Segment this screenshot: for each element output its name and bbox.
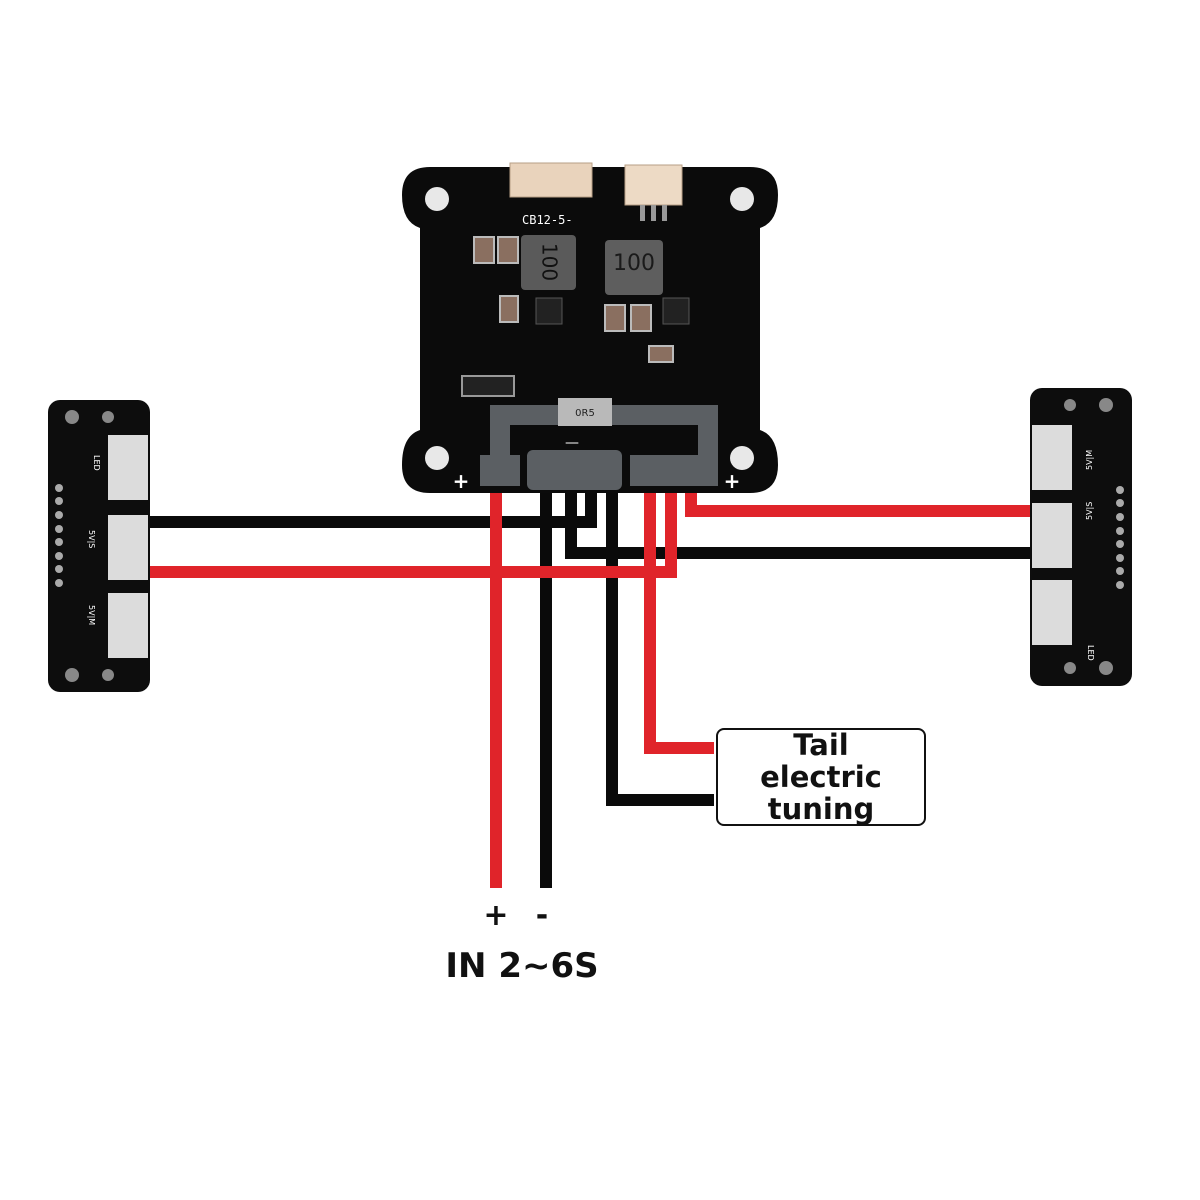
svg-text:LED: LED (92, 455, 101, 471)
svg-text:100: 100 (538, 243, 562, 281)
mount-hole (730, 446, 754, 470)
svg-text:0R5: 0R5 (575, 408, 595, 419)
three-pin-connector (624, 164, 683, 206)
board-silkscreen-label: CB12-5- (522, 213, 573, 227)
inductor (605, 240, 663, 295)
svg-text:100: 100 (613, 251, 655, 276)
board-plus-left: + (453, 469, 470, 493)
svg-text:5V|S: 5V|S (1085, 502, 1094, 520)
ic-chip (662, 297, 690, 325)
input-minus-label: - (535, 898, 549, 933)
tail-esc-callout: Tail electric tuning (716, 728, 926, 826)
board-minus-label: — (565, 435, 579, 451)
right-led-module: LED 5V|S 5V|M (1030, 388, 1132, 686)
input-voltage-label: IN 2~6S (445, 946, 599, 986)
tail-esc-label: Tail electric tuning (760, 728, 882, 826)
right-black-wire (565, 470, 1032, 559)
svg-text:LED: LED (1086, 645, 1095, 661)
left-led-module: LED 5V|S 5V|M (48, 400, 150, 692)
six-pin-connector (509, 162, 593, 198)
board-plus-right: + (724, 469, 741, 493)
mount-hole (425, 446, 449, 470)
svg-text:5V|M: 5V|M (87, 605, 96, 625)
pad-grid (527, 450, 622, 490)
tail-esc-red-wire (644, 470, 714, 754)
ic-chip (535, 297, 563, 325)
svg-text:5V|S: 5V|S (87, 530, 96, 548)
inductor (521, 235, 576, 290)
mount-hole (425, 187, 449, 211)
left-red-wire (150, 470, 677, 578)
mount-hole (730, 187, 754, 211)
svg-text:5V|M: 5V|M (1085, 450, 1094, 470)
diode (461, 375, 515, 397)
tail-esc-black-wire (606, 470, 714, 806)
input-plus-label: + (483, 898, 509, 933)
power-board: CB12-5- 100 100 0R5 — + + (402, 162, 778, 493)
shunt-resistor (558, 398, 612, 426)
